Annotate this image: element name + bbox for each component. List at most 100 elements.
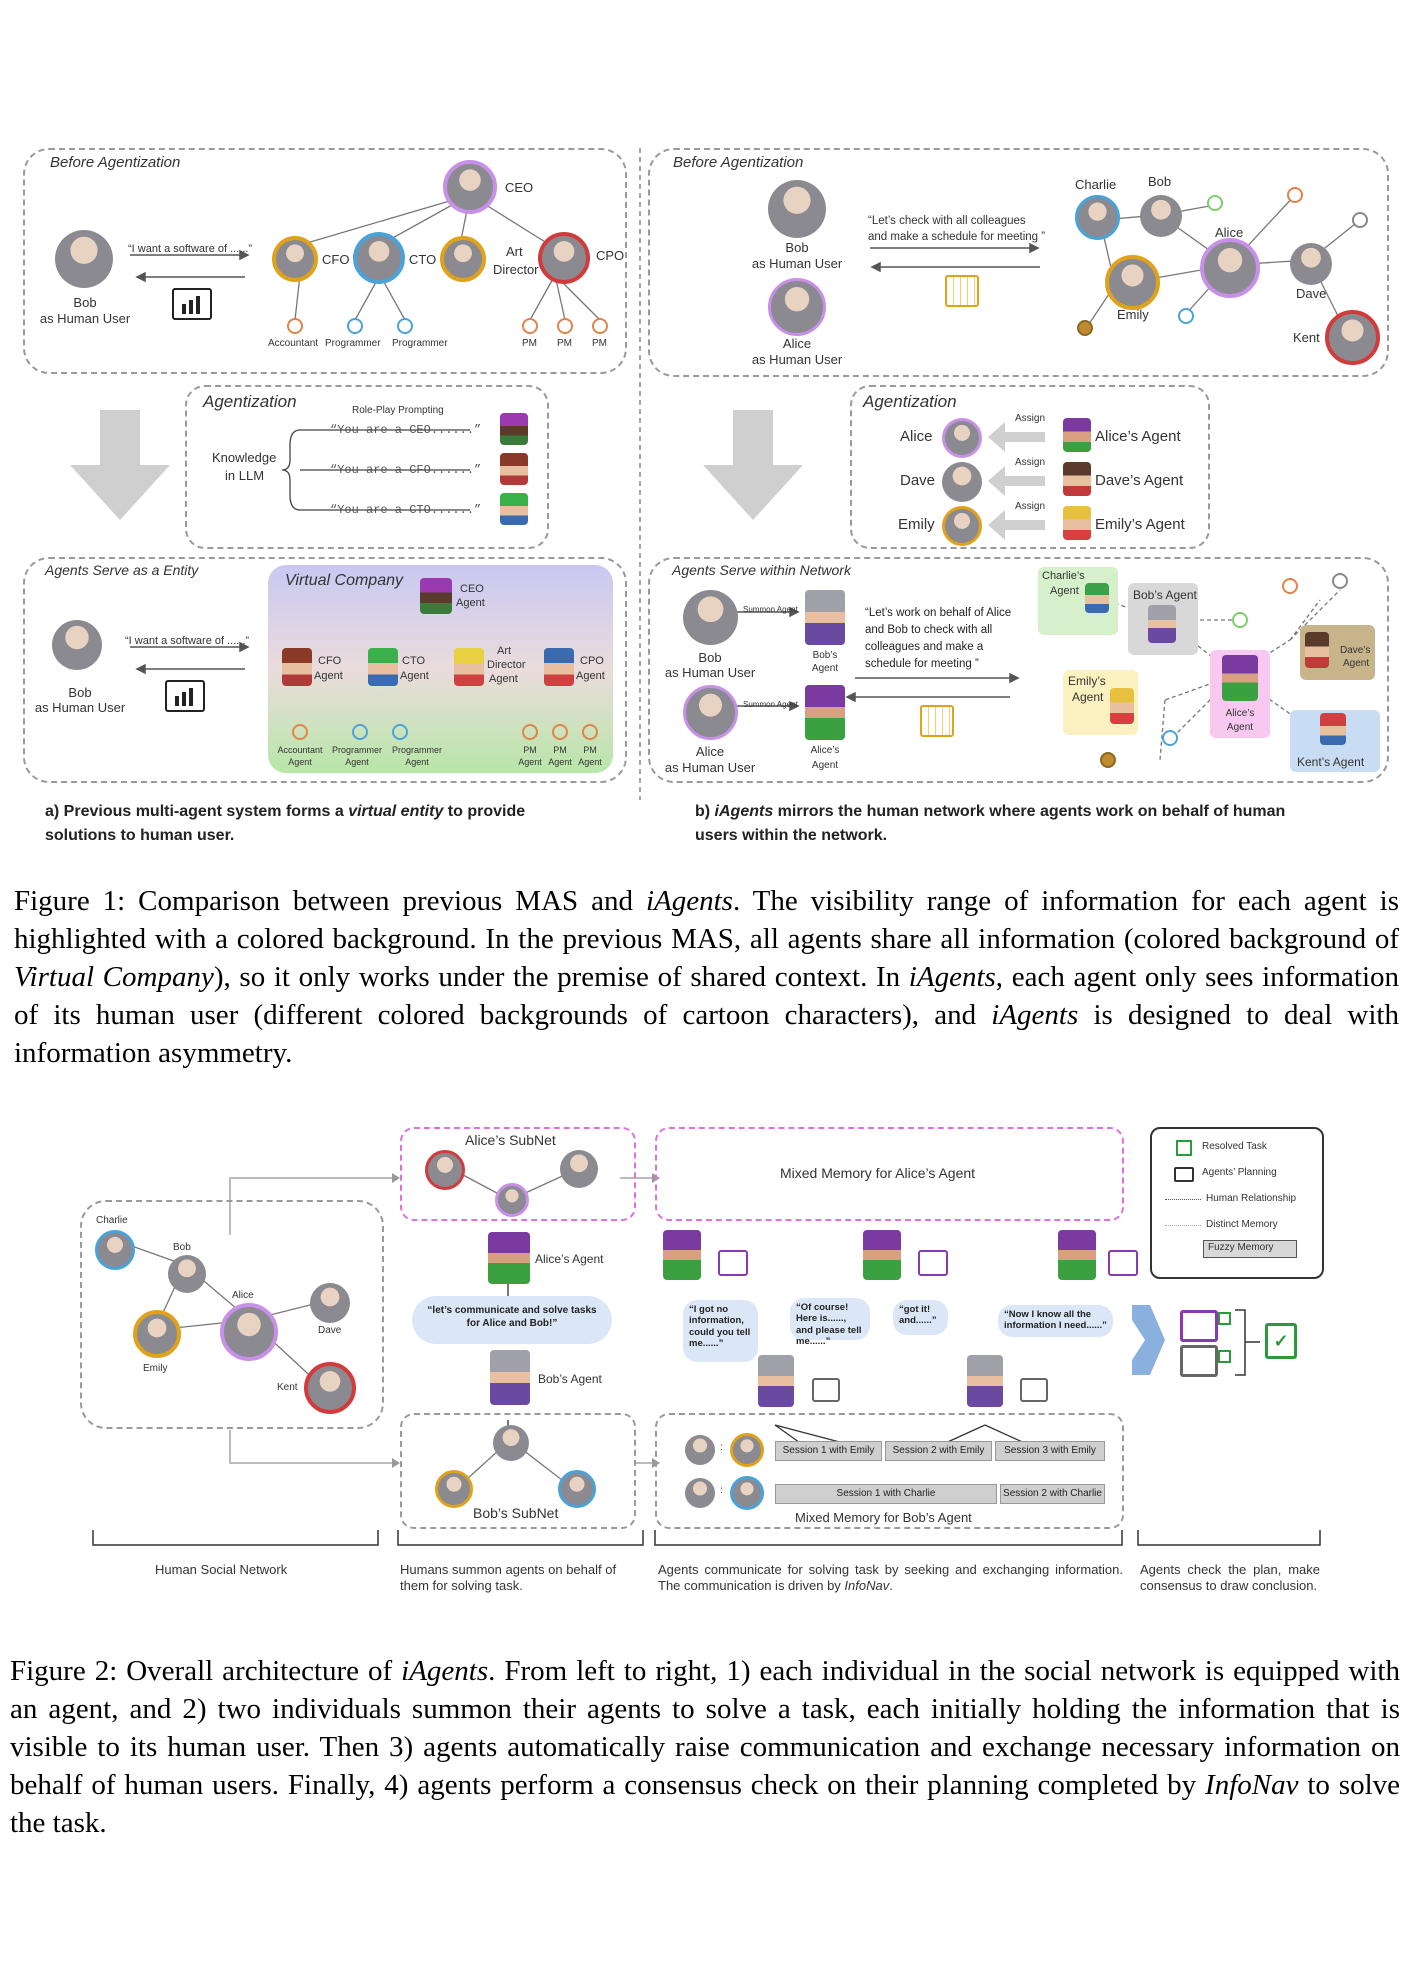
fig1-caption-em2: Virtual Company: [14, 961, 214, 993]
alice-label-net: Alice: [1215, 225, 1244, 240]
stage-3-text-b: .: [889, 1578, 893, 1594]
dave-agent-label: Dave’s Agent: [1095, 472, 1184, 489]
request-quote-entity: “I want a software of ......”: [125, 635, 250, 647]
cfo-photo: [272, 236, 318, 282]
distinct-memory-line-icon: [1165, 1225, 1201, 1226]
legend-box: [1150, 1127, 1324, 1279]
cto-label: CTO: [409, 252, 437, 267]
cfo-agent-label-1: CFO: [318, 655, 342, 667]
accountant-label: Accountant: [268, 338, 319, 349]
communicate-cloud: “let’s communicate and solve tasks for A…: [412, 1296, 612, 1344]
session-emily-1: Session 1 with Emily: [775, 1441, 882, 1461]
charlie-label: Charlie: [1075, 177, 1117, 192]
bob-photo-subnet: [493, 1425, 529, 1461]
alice-subnet-box: [400, 1127, 636, 1221]
consensus-planning-icon-alice: [1180, 1310, 1218, 1342]
alices-agent-sprite: [805, 685, 845, 740]
kent-photo-net: [1325, 310, 1380, 365]
cto-agent-sprite: [500, 493, 528, 525]
programmer-agent-node-b: [392, 724, 408, 740]
cpo-label: CPO: [596, 248, 625, 263]
stage-2-label: Humans summon agents on behalf of them f…: [400, 1562, 617, 1594]
emily-photo-net: [1105, 255, 1160, 310]
calendar-icon: [945, 275, 979, 307]
alices-agent-sprite-fig2: [488, 1232, 530, 1284]
dave-row-label: Dave: [900, 472, 936, 489]
dave-photo-subnet: [560, 1150, 598, 1188]
social-network-box: [80, 1200, 384, 1429]
check-icon-1: [1218, 1312, 1231, 1325]
fig2-caption-p1: Figure 2: Overall architecture of: [10, 1655, 402, 1687]
schedule-quote-1: “Let’s check with all colleagues: [868, 215, 1026, 227]
alice-label-summon: Alice: [695, 744, 725, 759]
dave-agent-net-label-2: Agent: [1343, 658, 1370, 669]
bob-label-fig2: Bob: [173, 1242, 191, 1253]
net2-node-blue: [1162, 730, 1178, 746]
prompt-ceo: “You are a CEO......”: [330, 423, 482, 437]
emily-agent-net-label-1: Emily’s: [1068, 674, 1106, 688]
knowledge-label-1: Knowledge: [212, 450, 277, 465]
art-director-photo: [440, 236, 486, 282]
alice-photo-fig2: [220, 1303, 278, 1361]
cfo-label: CFO: [322, 252, 350, 267]
figure-2-caption: Figure 2: Overall architecture of iAgent…: [10, 1652, 1400, 1842]
prog-agent-label-a1: Programmer: [331, 745, 382, 755]
pm-agent-label-a2: Agent: [518, 757, 542, 767]
network-quote-4: schedule for meeting ”: [865, 658, 979, 670]
stage-3-em: InfoNav: [844, 1578, 890, 1594]
fuzzy-memory-swatch: [1203, 1240, 1297, 1258]
mixed-memory-bob-box: [655, 1413, 1124, 1529]
pm-agent-node-b: [552, 724, 568, 740]
before-agentization-label-right: Before Agentization: [673, 154, 804, 171]
legend-planning: Agents’ Planning: [1202, 1167, 1277, 1178]
bob-agent-net-label: Bob’s Agent: [1133, 588, 1197, 602]
emily-photo-mem: [730, 1433, 764, 1467]
fig1-caption-p3: ), so it only works under the premise of…: [213, 961, 909, 993]
fig2-caption-em2: InfoNav: [1205, 1769, 1299, 1801]
charlie-photo-subnet: [558, 1470, 596, 1508]
bob-agent-step-1: [758, 1355, 794, 1407]
kent-agent-net-label: Kent’s Agent: [1297, 755, 1365, 769]
cto-photo: [353, 232, 405, 284]
consensus-planning-icon-bob: [1180, 1345, 1218, 1377]
emily-row-photo: [942, 506, 982, 546]
agentization-label-right: Agentization: [863, 392, 957, 411]
alices-agent-label-1: Alice’s: [810, 745, 840, 756]
emily-agent-sprite: [1063, 506, 1091, 540]
alices-agent-label-2: Agent: [811, 760, 839, 771]
bob-photo-mem-1: [685, 1435, 715, 1465]
accountant-node: [287, 318, 303, 334]
acc-agent-label-1: Accountant: [277, 745, 323, 755]
fig1-caption-em4: iAgents: [991, 999, 1079, 1031]
net2-node-brown: [1100, 752, 1116, 768]
mixed-memory-bob-label: Mixed Memory for Bob’s Agent: [795, 1510, 972, 1525]
pm-label-c: PM: [592, 338, 607, 349]
subcaption-b-text-2: users within the network.: [695, 827, 888, 844]
bob-photo-mem-2: [685, 1478, 715, 1508]
figure-1-caption: Figure 1: Comparison between previous MA…: [14, 882, 1399, 1072]
emily-label-fig2: Emily: [143, 1363, 168, 1374]
bob-role: as Human User: [39, 311, 131, 326]
dave-label-fig2: Dave: [318, 1325, 342, 1336]
alice-agent-sprite: [1063, 418, 1091, 452]
alice-agent-step-1: [663, 1230, 701, 1280]
acc-agent-label-2: Agent: [288, 757, 312, 767]
programmer-agent-node-a: [352, 724, 368, 740]
planning-icon-bob-2: [1020, 1378, 1048, 1402]
bubble-3: “got it! and......”: [893, 1300, 948, 1335]
colon-1: :: [720, 1442, 723, 1453]
alice-row-label: Alice: [900, 428, 933, 445]
alice-photo-net: [1200, 238, 1260, 298]
net-node-orange: [1287, 187, 1303, 203]
bob-label: Bob: [73, 295, 97, 310]
cfo-agent-sprite: [500, 453, 528, 485]
kent-agent-net-sprite: [1320, 713, 1346, 745]
emily-agent-label: Emily’s Agent: [1095, 516, 1185, 533]
fig1-caption-em1: iAgents: [645, 885, 733, 917]
subcaption-a-text-1: a) Previous multi-agent system forms a: [45, 803, 349, 820]
ceo-agent-label-2: Agent: [456, 597, 485, 609]
knowledge-label-2: in LLM: [225, 468, 265, 483]
planning-icon-bob-1: [812, 1378, 840, 1402]
emily-photo-subnet: [435, 1470, 473, 1508]
alices-agent-label-fig2: Alice’s Agent: [535, 1252, 604, 1266]
